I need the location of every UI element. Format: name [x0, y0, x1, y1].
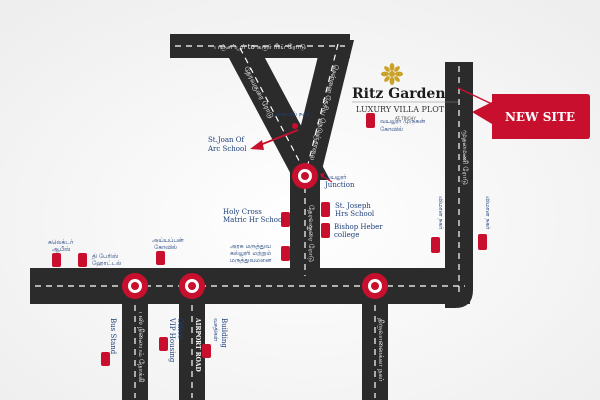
road-label-bottom-right: திருவானைக்கா நகர்	[377, 318, 385, 382]
label-ayyappan: அய்யப்பன்கோவில்	[152, 237, 184, 251]
label-sign-right1: விமான நகர்	[437, 196, 444, 230]
label-anbil: அன்பில் நகர்	[274, 111, 311, 118]
new-site-label: NEW SITE	[505, 110, 575, 124]
lane-left-diag	[239, 47, 307, 175]
brand-name: Ritz Garden	[352, 86, 446, 102]
road-label-right: முதலமணி ரோடு	[461, 130, 469, 185]
label-hotel: தி பேரிஸ்ஹோட்டல்	[92, 253, 121, 267]
label-junction: வயலூர்Junction	[324, 174, 355, 189]
roundabout-icon	[179, 273, 205, 299]
new-site-tag: NEW SITE	[457, 87, 590, 139]
label-sign-right2: விமான நகர்	[484, 196, 491, 230]
roundabout-icon	[122, 273, 148, 299]
label-bus-stand: Bus Stand	[109, 318, 117, 355]
junction-arrow-icon	[320, 173, 333, 183]
label-vayalur-murugan: வயலூர் முருகன்கோவில்	[380, 118, 425, 133]
pointer-arrow-icon	[250, 129, 299, 150]
label-collector: கலெக்டர்ஆபீஸ்	[48, 239, 74, 253]
anbil-marker-icon	[292, 123, 298, 129]
label-vip: VIP HousingOffice	[168, 317, 184, 363]
brand-tagline: LUXURY VILLA PLOTS	[356, 105, 450, 114]
road-network	[30, 34, 473, 400]
roundabout-icon	[292, 163, 318, 189]
road-label-top: பஞ்சப்பூர் to கரூர் ரிங் ரோடு	[214, 43, 306, 51]
road-right-diagonal	[290, 40, 354, 170]
label-building: வசதிகள்Building	[212, 318, 228, 348]
ritz-garden-logo	[381, 63, 403, 85]
road-label-airport: AIRPORT ROAD	[194, 317, 201, 372]
roundabout-icon	[362, 273, 388, 299]
road-label-center: தேரவகுரை ரோடு	[305, 205, 315, 262]
brand-location: AT TRICHY	[395, 116, 416, 121]
landmark-marker-icon	[52, 113, 487, 366]
road-label-bus: பஸ் நிலையம் நோக்கி	[137, 312, 145, 383]
road-right-vertical	[445, 62, 473, 308]
